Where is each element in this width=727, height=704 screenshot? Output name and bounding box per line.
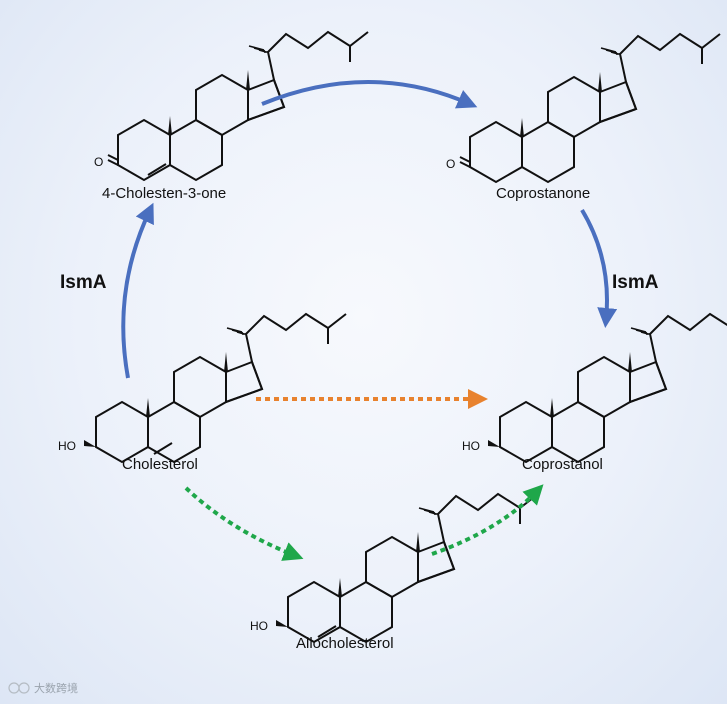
allocholesterol-structure: HO — [250, 493, 539, 643]
enzyme-label-left: IsmA — [60, 272, 107, 293]
hydroxyl-label-1: HO — [58, 439, 76, 453]
watermark: 大数跨境 — [8, 681, 78, 695]
arrow-cholesterol-to-allocholesterol — [184, 486, 304, 561]
cholestenone-label: 4-Cholesten-3-one — [102, 185, 226, 202]
hydroxyl-label-3: HO — [250, 619, 268, 633]
allocholesterol-label: Allocholesterol — [296, 635, 394, 652]
arrow-coprostanone-to-coprostanol — [580, 208, 618, 328]
hydroxyl-label-2: HO — [462, 439, 480, 453]
carbonyl-oxygen-label-2: O — [446, 157, 455, 171]
coprostanol-structure: HO — [462, 313, 727, 463]
enzyme-label-right: IsmA — [612, 272, 659, 293]
watermark-logo-icon — [8, 682, 20, 694]
coprostanone-structure: O — [446, 33, 721, 183]
cholesterol-label: Cholesterol — [122, 456, 198, 473]
cholesterol-structure: HO — [58, 313, 347, 463]
coprostanone-label: Coprostanone — [496, 185, 590, 202]
arrow-allocholesterol-to-coprostanol — [431, 484, 544, 556]
cholestenone-structure: O — [94, 31, 369, 181]
watermark-text: 大数跨境 — [34, 681, 78, 695]
arrow-cholesterol-to-cholestenone — [121, 202, 154, 379]
arrow-cholestenone-to-coprostanone — [261, 80, 478, 109]
carbonyl-oxygen-label: O — [94, 155, 103, 169]
coprostanol-label: Coprostanol — [522, 456, 603, 473]
